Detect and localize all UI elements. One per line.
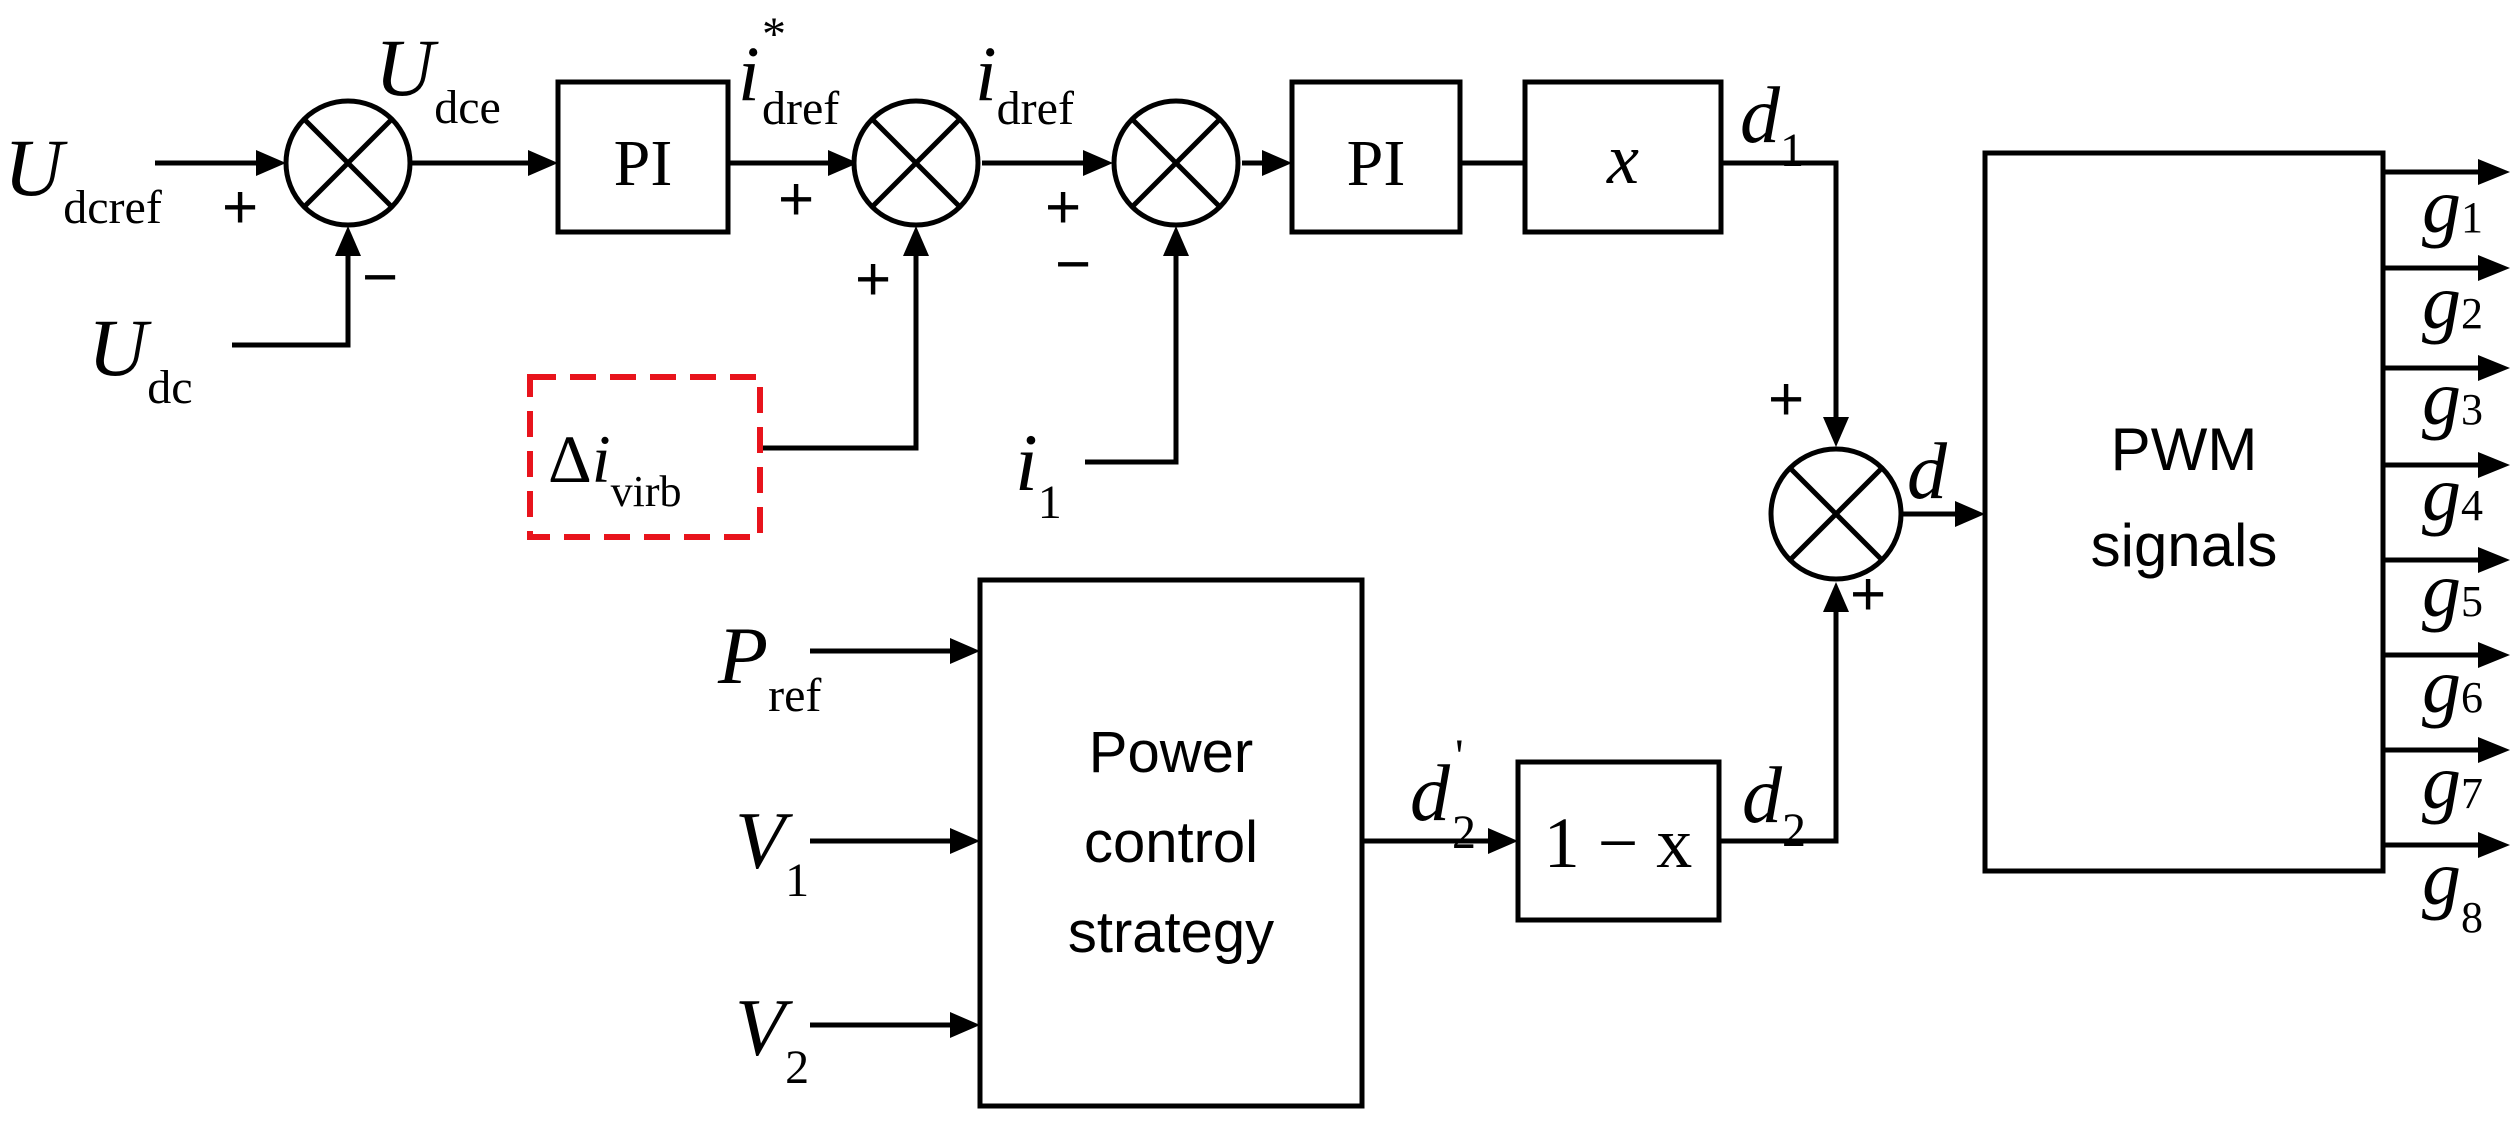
pref-label: Pref — [717, 610, 821, 722]
summing-junction-1 — [283, 98, 413, 228]
gate-signal-g8: g8 — [2422, 834, 2483, 942]
power-control-label-line1: Power — [1089, 720, 1253, 785]
signal-labels: Udcref Udc Udce i * dref idref i1 d1 d P… — [4, 8, 1948, 1094]
idref-label: idref — [975, 30, 1074, 135]
summing-junction-4 — [1768, 446, 1904, 582]
pwm-signals-block: PWM signals — [1982, 150, 2386, 874]
x-gain-label: x — [1606, 119, 1639, 199]
minus-sign-sum1: − — [362, 243, 398, 312]
gate-signal-g5: g5 — [2422, 546, 2483, 633]
plus-sign-sum1: + — [222, 173, 258, 242]
one-minus-x-label: 1 − x — [1544, 803, 1693, 883]
gate-signal-g2: g2 — [2422, 258, 2483, 345]
gate-signal-g3: g3 — [2422, 354, 2483, 441]
d2-prime-superscript: ' — [1455, 730, 1464, 783]
power-control-label-line3: strategy — [1068, 900, 1274, 965]
gate-signal-g4: g4 — [2422, 450, 2483, 537]
v2-label: V2 — [735, 982, 809, 1094]
plus-sign-sum2-left: + — [778, 165, 814, 234]
delta-i-label: Δivirb — [548, 421, 682, 516]
gate-signal-g7: g7 — [2422, 738, 2483, 825]
one-minus-x-block: 1 − x — [1515, 759, 1722, 923]
pi-block-1-label: PI — [614, 127, 673, 200]
arrowheads — [256, 150, 2510, 1038]
idref-star-superscript: * — [762, 8, 786, 61]
plus-sign-sum4-bottom: + — [1850, 560, 1886, 629]
sum-signs: + − + + + − + + — [222, 165, 1886, 629]
pwm-label-line1: PWM — [2111, 416, 2258, 483]
power-control-label-line2: control — [1084, 810, 1258, 875]
i1-label: i1 — [1015, 417, 1062, 529]
idref-star-label: i — [738, 30, 760, 117]
plus-sign-sum4-top: + — [1768, 365, 1804, 434]
udcref-label: Udcref — [4, 122, 162, 234]
x-gain-block: x — [1522, 79, 1724, 235]
gate-signal-g6: g6 — [2422, 642, 2483, 729]
summing-junction-2 — [851, 98, 981, 228]
gate-signal-g1: g1 — [2422, 162, 2483, 249]
d1-label: d1 — [1740, 72, 1804, 177]
virtual-current-box: Δivirb — [527, 374, 763, 540]
pi-block-1: PI — [555, 79, 731, 235]
summing-junction-3 — [1111, 98, 1241, 228]
plus-sign-sum2-bottom: + — [855, 245, 891, 314]
udc-label: Udc — [88, 302, 193, 414]
gate-signal-labels: g1 g2 g3 g4 g5 g6 g7 g8 — [2422, 162, 2483, 942]
signal-wires — [155, 160, 2482, 1028]
udce-label: Udce — [375, 22, 501, 134]
idref-star-subscript: dref — [762, 82, 839, 135]
v1-label: V1 — [735, 795, 809, 907]
pwm-label-line2: signals — [2091, 512, 2278, 579]
pi-block-2-label: PI — [1347, 127, 1406, 200]
power-control-strategy-block: Power control strategy — [977, 577, 1365, 1109]
d2-prime-subscript: 2 — [1452, 806, 1476, 859]
minus-sign-sum3: − — [1055, 230, 1091, 299]
plus-sign-sum3: + — [1045, 173, 1081, 242]
d2-label: d2 — [1742, 752, 1806, 857]
pi-block-2: PI — [1289, 79, 1463, 235]
d2-prime-label: d — [1410, 750, 1451, 838]
d-label: d — [1907, 428, 1948, 516]
